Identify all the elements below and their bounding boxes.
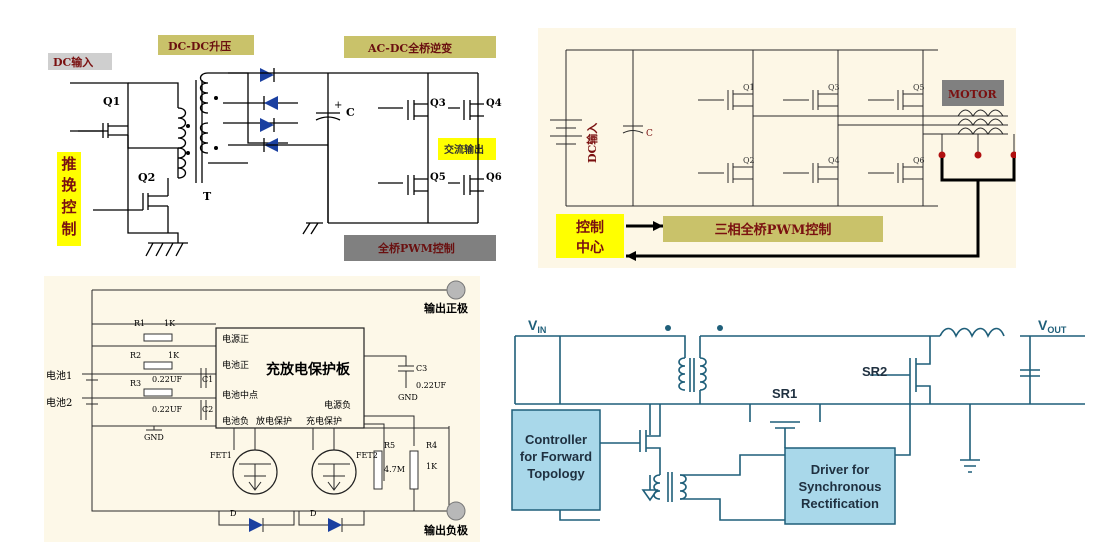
ac-output-box [438,138,496,160]
r5-label: R5 [384,441,395,450]
c3-value: 0.22UF [416,381,447,390]
c1-label: C1 [202,375,213,384]
push-pull-char: 推 [61,155,76,173]
q5-switch: Q5 [378,172,446,195]
q6-switch: Q6 [868,156,925,183]
out-neg-label: 输出负极 [424,523,469,537]
q3-label: Q3 [828,83,840,92]
battery1-label: 电池1 [46,369,72,382]
control-center-line2: 中心 [576,239,604,256]
sr1-label: SR1 [772,386,797,401]
q3-label: Q3 [430,98,446,109]
r2-value: 1K [168,351,180,360]
inverter-banner [344,36,496,58]
boost-banner [158,35,254,55]
controller-line2: for Forward [520,449,592,464]
cap-plus: + [334,100,342,111]
q4-label: Q4 [828,156,840,165]
cap-label: C [646,129,653,139]
q5-switch: Q5 [868,83,925,110]
fet2-label: FET2 [356,451,378,460]
panel-protection-board: 输出正极 R1 1K R2 1K R3 C1 0.22UF C2 0.22UF … [44,276,480,542]
q4-switch: Q4 [783,156,840,183]
q6-label: Q6 [913,156,925,165]
sr2-label: SR2 [862,364,887,379]
vin-label: VIN [528,317,546,335]
r1-value: 1K [164,319,176,328]
q5-label: Q5 [913,83,925,92]
panel-three-phase-motor: DC输入 C Q1 Q3 Q5 Q2 Q4 Q6 MOTOR 控制 中心 [538,28,1016,268]
controller-line3: Topology [527,466,585,481]
q6-switch: Q6 [448,172,502,195]
d2-label: D [310,509,316,518]
fet1-label: FET1 [210,451,232,460]
r4-label: R4 [426,441,437,450]
pin-battery-mid: 电池中点 [222,389,258,401]
r2-label: R2 [130,351,141,360]
q4-switch: Q4 [448,98,502,120]
vout-label: VOUT [1038,317,1067,335]
q2-switch: Q2 [698,156,755,183]
c1-value: 0.22UF [152,375,183,384]
pin-power-pos: 电源正 [222,333,249,345]
q3-switch: Q3 [783,83,840,110]
out-pos-label: 输出正极 [424,301,469,315]
driver-line1: Driver for [811,462,870,477]
r5-value: 4.7M [384,465,405,474]
q2-label: Q2 [743,156,755,165]
pin-battery-neg: 电池负 [222,415,249,427]
pwm-banner [344,235,496,261]
driver-line2: Synchronous [798,479,881,494]
driver-box [784,447,896,525]
pin-power-neg: 电源负 [324,399,351,411]
inverter-label: AC-DC全桥逆变 [367,41,452,55]
motor-banner [942,80,1004,106]
protection-board-box [215,327,365,429]
controller-line1: Controller [525,432,587,447]
driver-line3: Rectification [801,496,879,511]
push-pull-char: 控 [61,198,76,216]
transformer-label: T [203,190,212,203]
gnd2-label: GND [398,393,418,402]
q2-label: Q2 [138,171,155,184]
panel-forward-converter: VIN VOUT SR2 SR1 Controller for Forward … [500,300,1090,536]
push-pull-char: 挽 [61,176,76,194]
c2-label: C2 [202,405,213,414]
c3-label: C3 [416,364,427,373]
pwm-label: 三相全桥PWM控制 [715,222,832,238]
pin-discharge: 放电保护 [256,415,292,427]
r4-value: 1K [426,462,438,471]
q4-label: Q4 [486,98,502,109]
pin-charge: 充电保护 [306,415,342,427]
control-center-box [556,214,624,258]
push-pull-box [57,152,81,246]
panel-push-pull-inverter: DC输入 DC-DC升压 AC-DC全桥逆变 推 挽 控 制 交流输出 全桥PW… [48,28,518,270]
q1-label: Q1 [103,95,120,108]
push-pull-char: 制 [61,220,76,238]
motor-label: MOTOR [948,88,998,101]
c2-value: 0.22UF [152,405,183,414]
dc-input-label: DC输入 [585,123,599,163]
controller-box [511,409,601,511]
dc-input-label: DC输入 [53,55,93,69]
control-center-line1: 控制 [576,219,604,236]
pin-battery-pos: 电池正 [222,359,249,371]
cap-label: C [346,106,355,119]
q5-label: Q5 [430,172,446,183]
q3-switch: Q3 [378,98,446,120]
pwm-banner [663,216,883,242]
gnd1-label: GND [144,433,164,442]
q6-label: Q6 [486,172,502,183]
ac-output-label: 交流输出 [444,143,484,156]
q1-switch: Q1 [698,83,755,110]
r3-label: R3 [130,379,141,388]
battery2-label: 电池2 [46,396,72,409]
pwm-label: 全桥PWM控制 [377,241,455,255]
r1-label: R1 [134,319,145,328]
q1-label: Q1 [743,83,755,92]
dc-input-banner [48,53,112,70]
board-title: 充放电保护板 [266,361,351,378]
boost-label: DC-DC升压 [168,39,231,53]
d1-label: D [230,509,236,518]
